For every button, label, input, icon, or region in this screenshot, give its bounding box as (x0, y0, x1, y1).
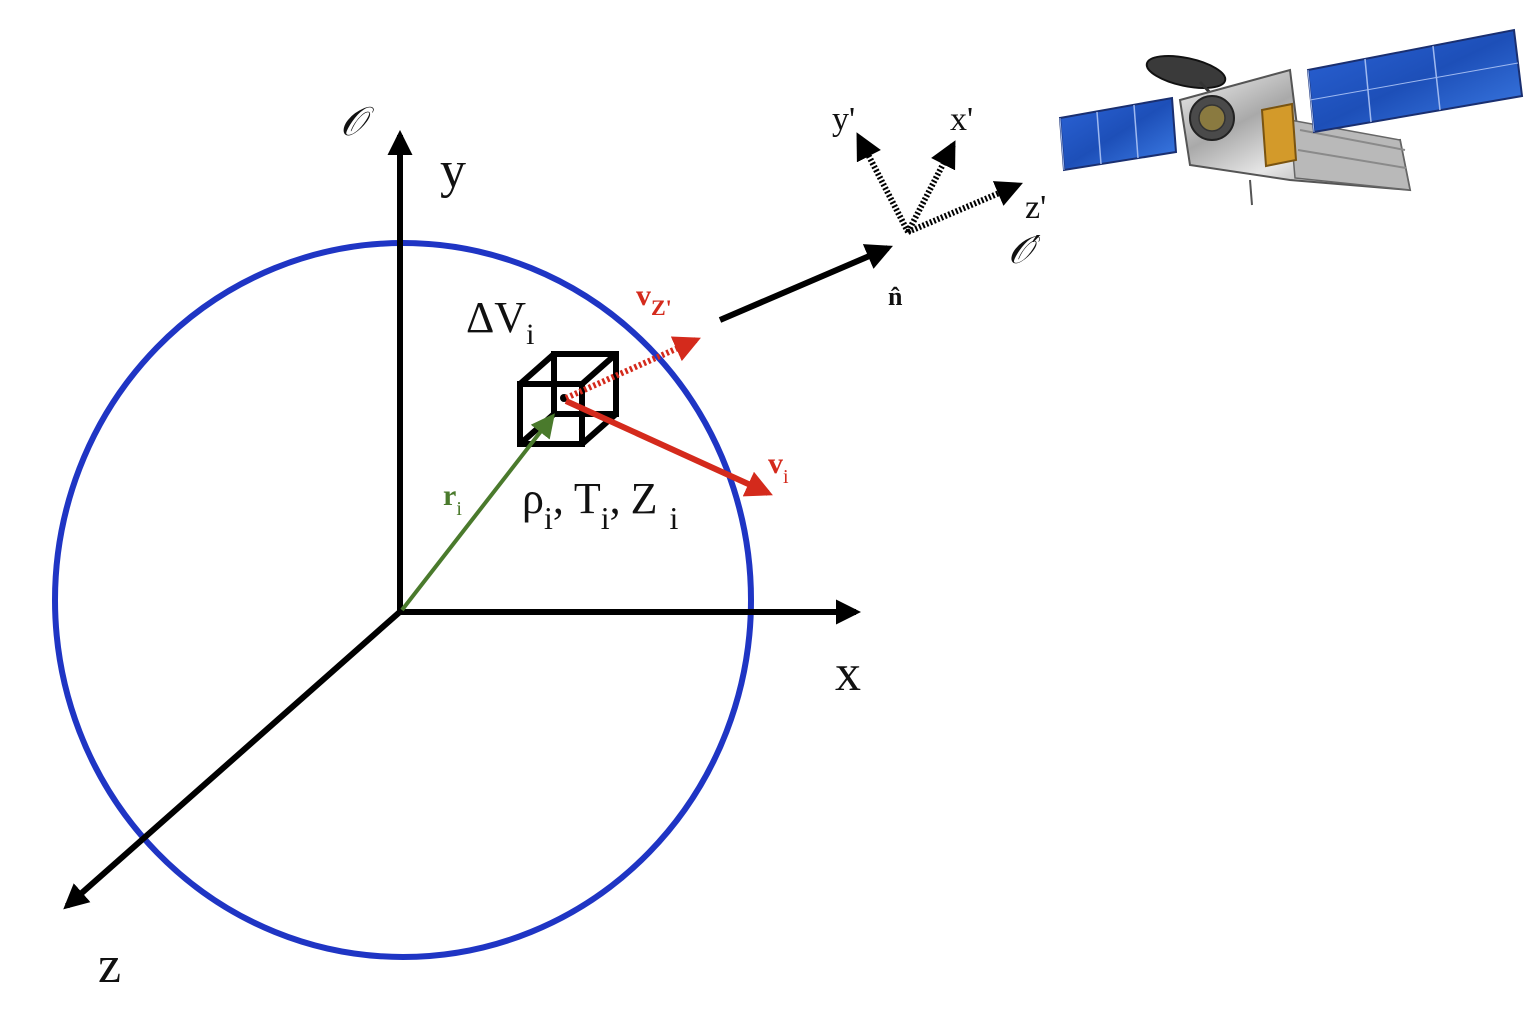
line-of-sight-label: n̂ (888, 282, 903, 311)
volume-label: ΔVi (466, 293, 534, 351)
x-ray-telescope-icon (1058, 28, 1524, 206)
observer-z-label: z' (1025, 189, 1046, 226)
los-velocity-label: vZ' (636, 279, 672, 320)
observer-x-axis-arrow (905, 140, 956, 234)
observer-frame-symbol: 𝒪′ (1008, 228, 1041, 272)
observer-z-axis-arrow (906, 181, 1023, 235)
los-velocity-dotted-arrow (564, 336, 701, 401)
x-axis-label: x (835, 645, 861, 702)
velocity-vector-label: vi (768, 447, 789, 488)
position-vector-label: ri (443, 479, 462, 520)
right-solar-array (1306, 28, 1524, 134)
z-axis-arrow (63, 607, 404, 910)
origin-frame-symbol: 𝒪 (340, 99, 375, 145)
observer-frame-axes (856, 132, 1023, 235)
left-solar-array (1058, 96, 1178, 172)
velocity-vector-arrow (564, 398, 773, 497)
observer-x-label: x' (950, 101, 973, 138)
observer-y-label: y' (832, 101, 855, 138)
line-of-sight-arrow (718, 244, 893, 323)
z-axis-label: z (98, 937, 121, 994)
observer-y-axis-arrow (856, 132, 911, 234)
y-axis-label: y (440, 142, 466, 199)
position-vector-arrow (400, 413, 555, 612)
